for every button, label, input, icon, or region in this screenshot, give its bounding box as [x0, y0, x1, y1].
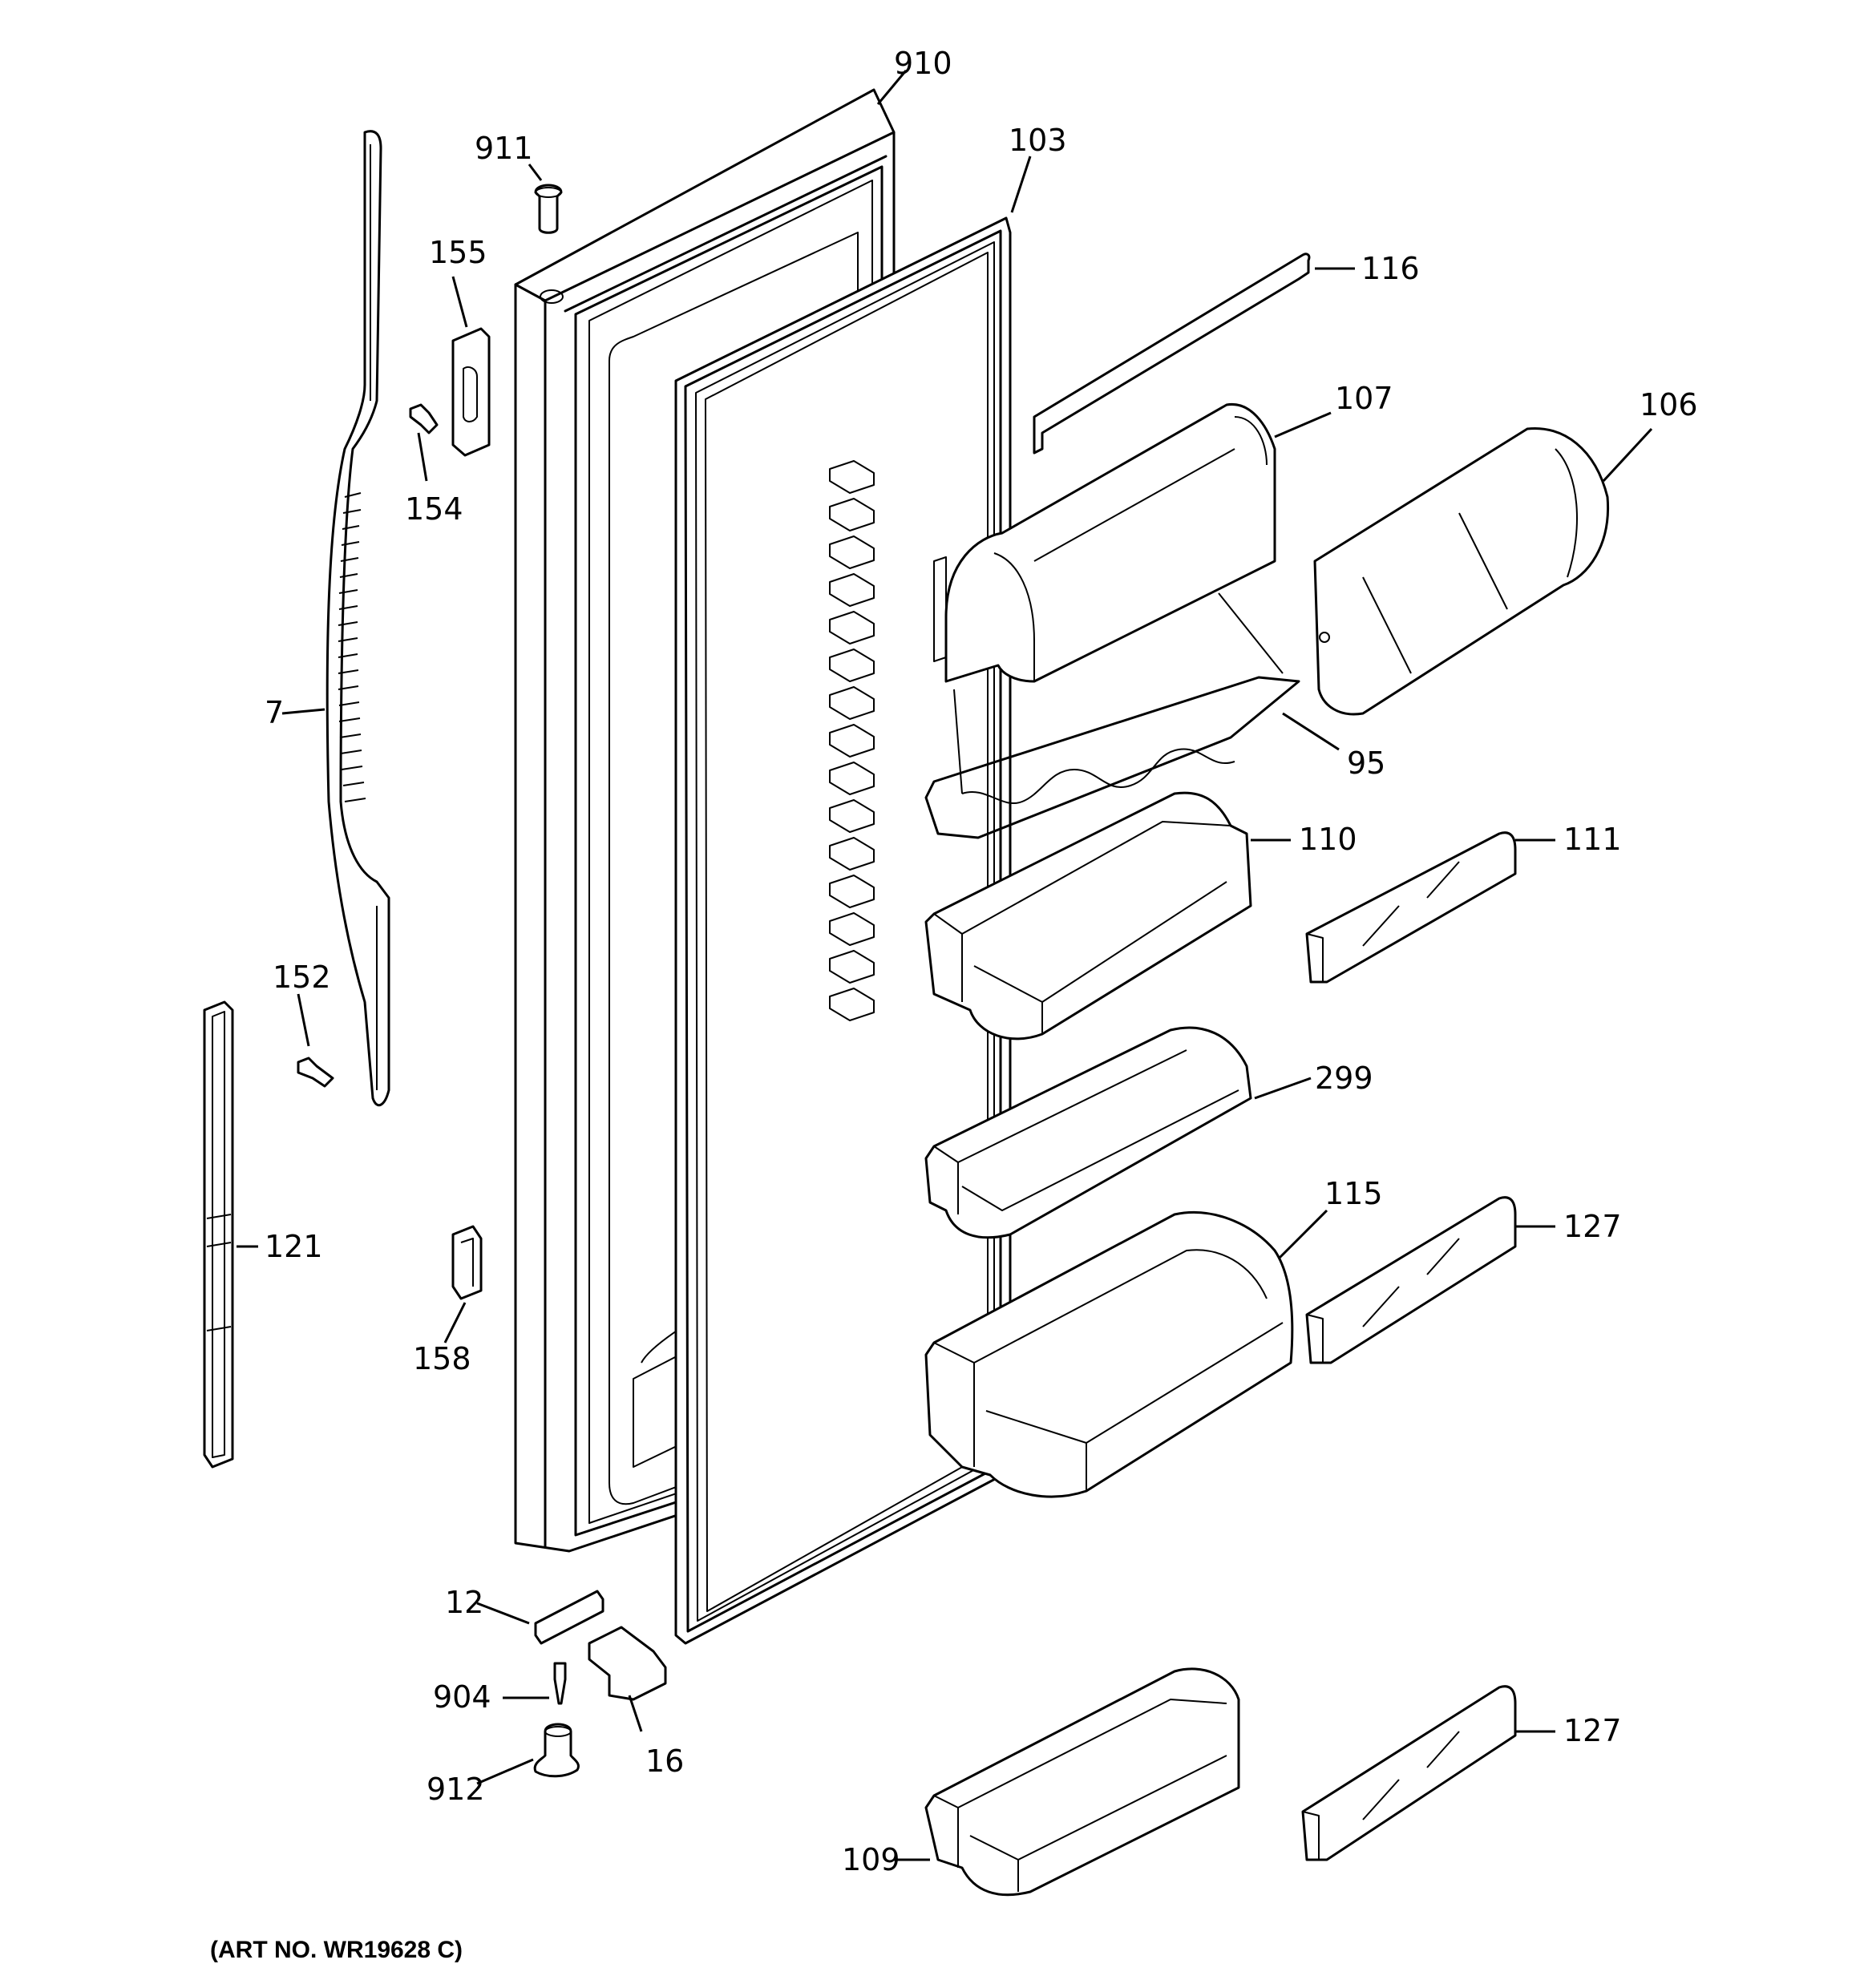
callout-154: 154: [405, 491, 463, 527]
callout-109: 109: [842, 1842, 900, 1877]
dairy-cover: [1313, 426, 1610, 716]
callout-299: 299: [1315, 1061, 1373, 1096]
callout-127-b: 127: [1563, 1713, 1622, 1748]
callout-95: 95: [1347, 746, 1385, 781]
leader-lines: [237, 70, 1653, 1861]
art-number: (ART NO. WR19628 C): [210, 1937, 463, 1963]
door-bin-115: [924, 1210, 1294, 1498]
callout-155: 155: [429, 235, 487, 270]
callout-158: 158: [413, 1341, 471, 1376]
door-bin-110: [924, 791, 1252, 1040]
callout-910: 910: [894, 46, 952, 81]
small-hardware: [297, 184, 667, 1778]
callout-127-a: 127: [1563, 1209, 1622, 1244]
callout-107: 107: [1335, 381, 1393, 416]
callout-912: 912: [427, 1772, 485, 1807]
shelf-support-ribs: [829, 460, 875, 1021]
callout-116: 116: [1361, 251, 1420, 286]
callout-labels: 910 911 103 155 116 154 107 106 7 95 110…: [265, 46, 1698, 1877]
callout-12: 12: [445, 1585, 483, 1620]
callout-115: 115: [1324, 1176, 1383, 1211]
callout-106: 106: [1640, 387, 1698, 422]
callout-904: 904: [433, 1679, 491, 1715]
callout-16: 16: [645, 1744, 684, 1779]
bin-trim-111: [1305, 831, 1517, 984]
bin-trim-127-a: [1305, 1196, 1517, 1364]
trim-strip: [203, 1000, 234, 1469]
callout-7: 7: [265, 695, 284, 730]
door-bin-109: [924, 1667, 1240, 1897]
callout-121: 121: [265, 1229, 323, 1264]
callout-111: 111: [1563, 822, 1622, 857]
door-gasket: [674, 216, 1012, 1645]
bin-trim-127-b: [1301, 1685, 1517, 1861]
callout-152: 152: [273, 960, 331, 995]
callout-103: 103: [1009, 123, 1067, 158]
door-bin-299: [924, 1026, 1252, 1239]
dairy-compartment: [924, 253, 1311, 839]
callout-911: 911: [475, 131, 533, 166]
callout-110: 110: [1299, 822, 1357, 857]
door-handle: [326, 130, 390, 1107]
